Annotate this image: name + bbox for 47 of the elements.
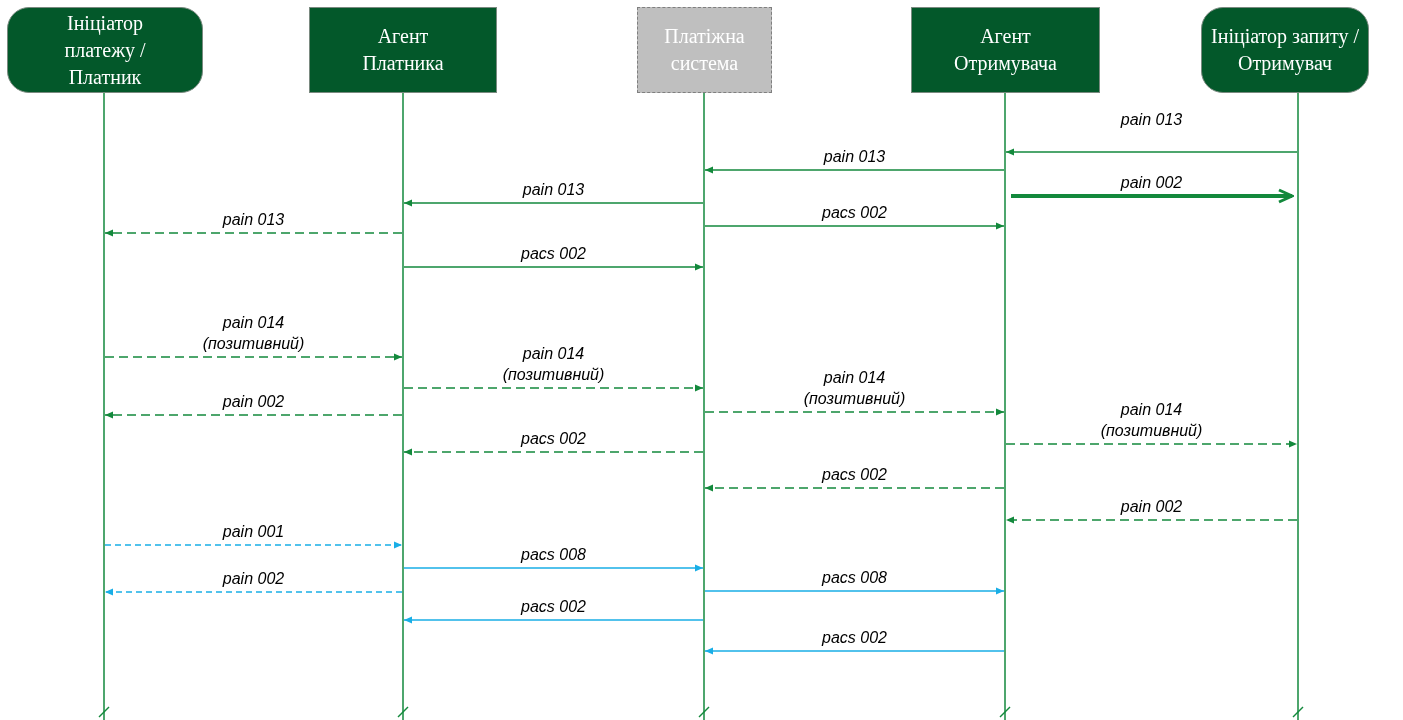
arrow	[704, 408, 1005, 416]
edge-label: pacs 002	[820, 465, 888, 485]
edge-label: pain 002	[1119, 497, 1184, 517]
participant-box: Ініціатор платежу / Платник	[7, 7, 203, 93]
arrow	[704, 587, 1005, 595]
edge-label: pain 014 (позитивний)	[201, 313, 306, 354]
arrow	[403, 616, 704, 624]
edge-label: pain 001	[221, 522, 286, 542]
arrow	[104, 353, 403, 361]
arrow	[104, 229, 403, 237]
edge-label: pain 014 (позитивний)	[501, 344, 606, 385]
arrow	[104, 411, 403, 419]
participant-box: Платіжна система	[637, 7, 772, 93]
edge-label: pain 014 (позитивний)	[802, 368, 907, 409]
arrow	[1005, 440, 1298, 448]
edge-label: pain 013	[521, 180, 586, 200]
edge-label: pacs 002	[519, 244, 587, 264]
edge-label: pacs 008	[519, 545, 587, 565]
edge-label: pacs 002	[519, 597, 587, 617]
arrow	[403, 448, 704, 456]
arrow	[104, 588, 403, 596]
edge-label: pacs 002	[820, 203, 888, 223]
edge-label: pain 002	[221, 569, 286, 589]
edge-label: pain 013	[221, 210, 286, 230]
arrow	[1005, 516, 1298, 524]
edge-label: pain 014 (позитивний)	[1099, 400, 1204, 441]
edge-label: pacs 008	[820, 568, 888, 588]
edge-label: pacs 002	[519, 429, 587, 449]
arrow	[403, 199, 704, 207]
participant-box: Агент Отримувача	[911, 7, 1100, 93]
participant-box: Ініціатор запиту / Отримувач	[1201, 7, 1369, 93]
arrow	[1005, 148, 1298, 156]
edge-label: pacs 002	[820, 628, 888, 648]
edge-label: pain 002	[1119, 173, 1184, 193]
edge-label: pain 013	[1119, 110, 1184, 130]
arrow	[104, 541, 403, 549]
arrow	[403, 564, 704, 572]
participant-box: Агент Платника	[309, 7, 497, 93]
arrow	[704, 166, 1005, 174]
arrow	[403, 263, 704, 271]
arrow	[1011, 188, 1294, 204]
edge-label: pain 002	[221, 392, 286, 412]
arrow	[704, 647, 1005, 655]
arrow	[403, 384, 704, 392]
edge-label: pain 013	[822, 147, 887, 167]
arrow	[704, 222, 1005, 230]
arrow	[704, 484, 1005, 492]
